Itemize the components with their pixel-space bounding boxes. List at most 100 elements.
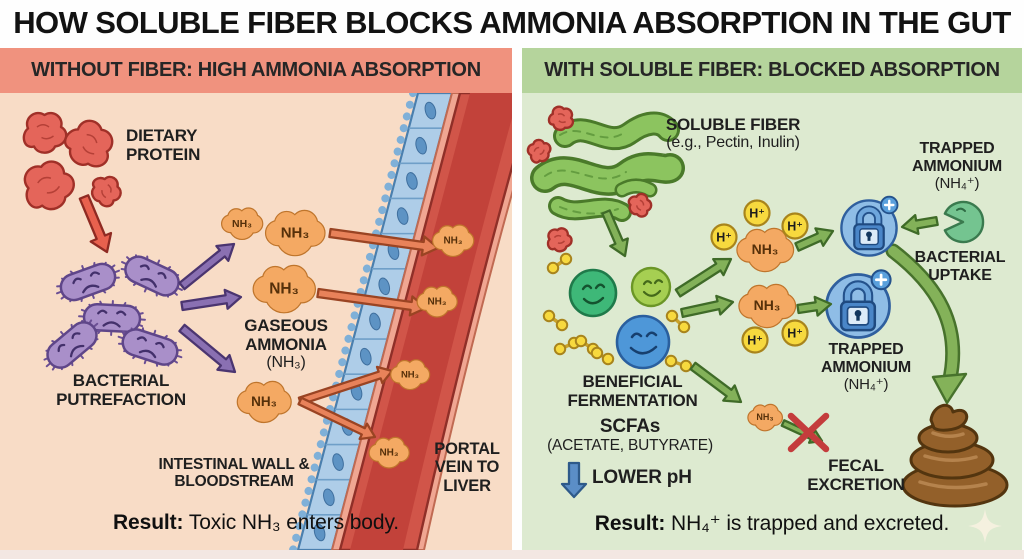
hydrogen-ion: H⁺ (710, 223, 738, 251)
ammonia-cloud: NH₃ (252, 264, 316, 314)
gaseous-ammonia-label: GASEOUS AMMONIA (NH₃) (244, 316, 328, 372)
ammonia-cloud: NH₃ (220, 207, 264, 241)
nh3-label: NH₃ (251, 394, 277, 409)
soluble-fiber-strands (530, 111, 685, 222)
bacterial-putrefaction-label: BACTERIAL PUTREFACTION (56, 371, 186, 410)
left-result: Result: Toxic NH₃ enters body. (0, 511, 512, 535)
nh3-label: NH₃ (427, 297, 446, 308)
beneficial-bacteria (568, 266, 672, 370)
uptake-arrow-icon (900, 213, 939, 235)
nh3-label: NH₃ (281, 224, 310, 241)
nh3-label: NH₃ (443, 236, 462, 247)
plus-badge-icon (880, 195, 899, 215)
intestinal-wall-label: INTESTINAL WALL & BLOODSTREAM (158, 456, 310, 491)
ammonia-cloud: NH₃ (747, 403, 783, 432)
nh3-label: NH₃ (756, 412, 773, 422)
soluble-fiber-label: SOLUBLE FIBER (e.g., Pectin, Inulin) (665, 115, 801, 152)
beneficial-fermentation-label: BENEFICIAL FERMENTATION (567, 372, 698, 411)
bacterium-icon (113, 245, 191, 307)
cell-nucleus (332, 453, 344, 471)
absorption-arrow-icon (297, 396, 377, 441)
right-result-label: Result: (594, 512, 666, 535)
ammonia-cloud: NH₃ (736, 227, 795, 273)
cell-nucleus (415, 136, 427, 155)
binding-arrow-icon (674, 257, 733, 298)
ammonia-production-arrow-icon (178, 242, 236, 291)
sparkle-icon (968, 509, 1002, 543)
lower-ph-label: LOWER pH (592, 467, 692, 488)
nh3-label: NH₃ (752, 241, 779, 257)
left-result-label: Result: (112, 511, 184, 534)
ammonia-cloud: NH₃ (264, 209, 326, 257)
left-panel-illustration: NH₃ NH₃ NH₃ NH₃ NH₃ NH₃ NH₃ NH₃ (0, 93, 512, 550)
h-plus-label: H⁺ (747, 333, 763, 347)
trapping-arrow-icon (794, 227, 835, 252)
cell-nucleus (378, 277, 391, 296)
right-result-text: NH₄⁺ is trapped and excreted. (671, 512, 950, 535)
blocked-x-icon (787, 412, 830, 453)
ammonia-cloud: NH₃ (432, 224, 475, 258)
hydrogen-ion: H⁺ (781, 319, 809, 347)
left-result-text: Toxic NH₃ enters body. (188, 511, 400, 534)
h-plus-label: H⁺ (787, 219, 803, 233)
h-plus-label: H⁺ (749, 206, 765, 220)
hydrogen-ion: H⁺ (743, 199, 771, 227)
ammonia-production-arrow-icon (180, 288, 243, 312)
fermentation-arrow-icon (601, 209, 629, 258)
putrefactive-bacteria (34, 245, 191, 381)
dietary-protein-label: DIETARY PROTEIN (126, 126, 201, 165)
ammonia-cloud: NH₃ (236, 380, 292, 424)
page-title: HOW SOLUBLE FIBER BLOCKS AMMONIA ABSORPT… (13, 5, 1011, 40)
nh3-label: NH₃ (401, 369, 419, 380)
cell-nucleus (424, 101, 437, 120)
left-panel-header: WITHOUT FIBER: HIGH AMMONIA ABSORPTION (0, 48, 512, 93)
right-panel-illustration: NH₃ NH₃ NH₃ H⁺ H⁺ H⁺ H⁺ H⁺ (523, 103, 1009, 543)
ammonia-cloud: NH₃ (368, 436, 410, 469)
binding-arrow-icon (680, 294, 735, 319)
binding-arrow-icon (689, 361, 743, 404)
h-plus-label: H⁺ (787, 326, 803, 340)
bacterial-uptake-cell (943, 200, 985, 244)
lower-ph-arrow-icon (560, 461, 588, 499)
portal-vein (330, 93, 512, 550)
protein-breakdown-arrow-icon (78, 194, 113, 254)
right-result: Result: NH₄⁺ is trapped and excreted. (522, 511, 1022, 536)
scfa-molecule-icon (542, 309, 569, 332)
trapped-ammonium-label: TRAPPED AMMONIUM (NH₄⁺) (912, 140, 1002, 192)
scfa-molecule-icon (590, 346, 615, 366)
ammonia-cloud: NH₃ (416, 285, 458, 318)
bacterial-uptake-label: BACTERIAL UPTAKE (914, 249, 1006, 284)
absorption-arrow-icon (328, 227, 440, 257)
trapped-ammonium-label: TRAPPED AMMONIUM (NH₄⁺) (821, 341, 911, 393)
hydrogen-ion: H⁺ (781, 212, 809, 240)
nh3-label: NH₃ (269, 281, 299, 298)
nh3-label: NH₃ (754, 297, 781, 313)
dietary-protein-blobs (18, 111, 126, 216)
cell-nucleus (396, 207, 409, 225)
right-panel-header: WITH SOLUBLE FIBER: BLOCKED ABSORPTION (522, 48, 1022, 93)
scfa-molecule-icon (664, 354, 693, 373)
plus-badge-icon (870, 269, 892, 291)
bottom-margin (0, 550, 1024, 559)
padlock-icon (825, 269, 892, 339)
nh3-label: NH₃ (379, 448, 398, 459)
feces-icon (901, 403, 1009, 508)
ammonia-cloud: NH₃ (738, 283, 797, 329)
portal-vein-label: PORTAL VEIN TO LIVER (434, 440, 500, 495)
nh3-label: NH₃ (232, 218, 252, 230)
cell-nucleus (369, 312, 381, 331)
cell-nucleus (323, 488, 335, 507)
ammonia-cloud: NH₃ (390, 359, 431, 391)
scfas-label: SCFAs (ACETATE, BUTYRATE) (547, 416, 713, 455)
h-plus-label: H⁺ (716, 230, 732, 244)
scfa-molecule-icon (546, 252, 573, 275)
cell-nucleus (359, 347, 372, 366)
hydrogen-ion: H⁺ (741, 326, 769, 354)
cell-nucleus (406, 172, 418, 190)
excretion-arrow (885, 243, 968, 405)
fecal-excretion-label: FECAL EXCRETION (807, 456, 905, 495)
padlock-icon (840, 195, 899, 257)
absorption-arrow-icon (297, 365, 394, 406)
cell-nucleus (313, 523, 326, 542)
